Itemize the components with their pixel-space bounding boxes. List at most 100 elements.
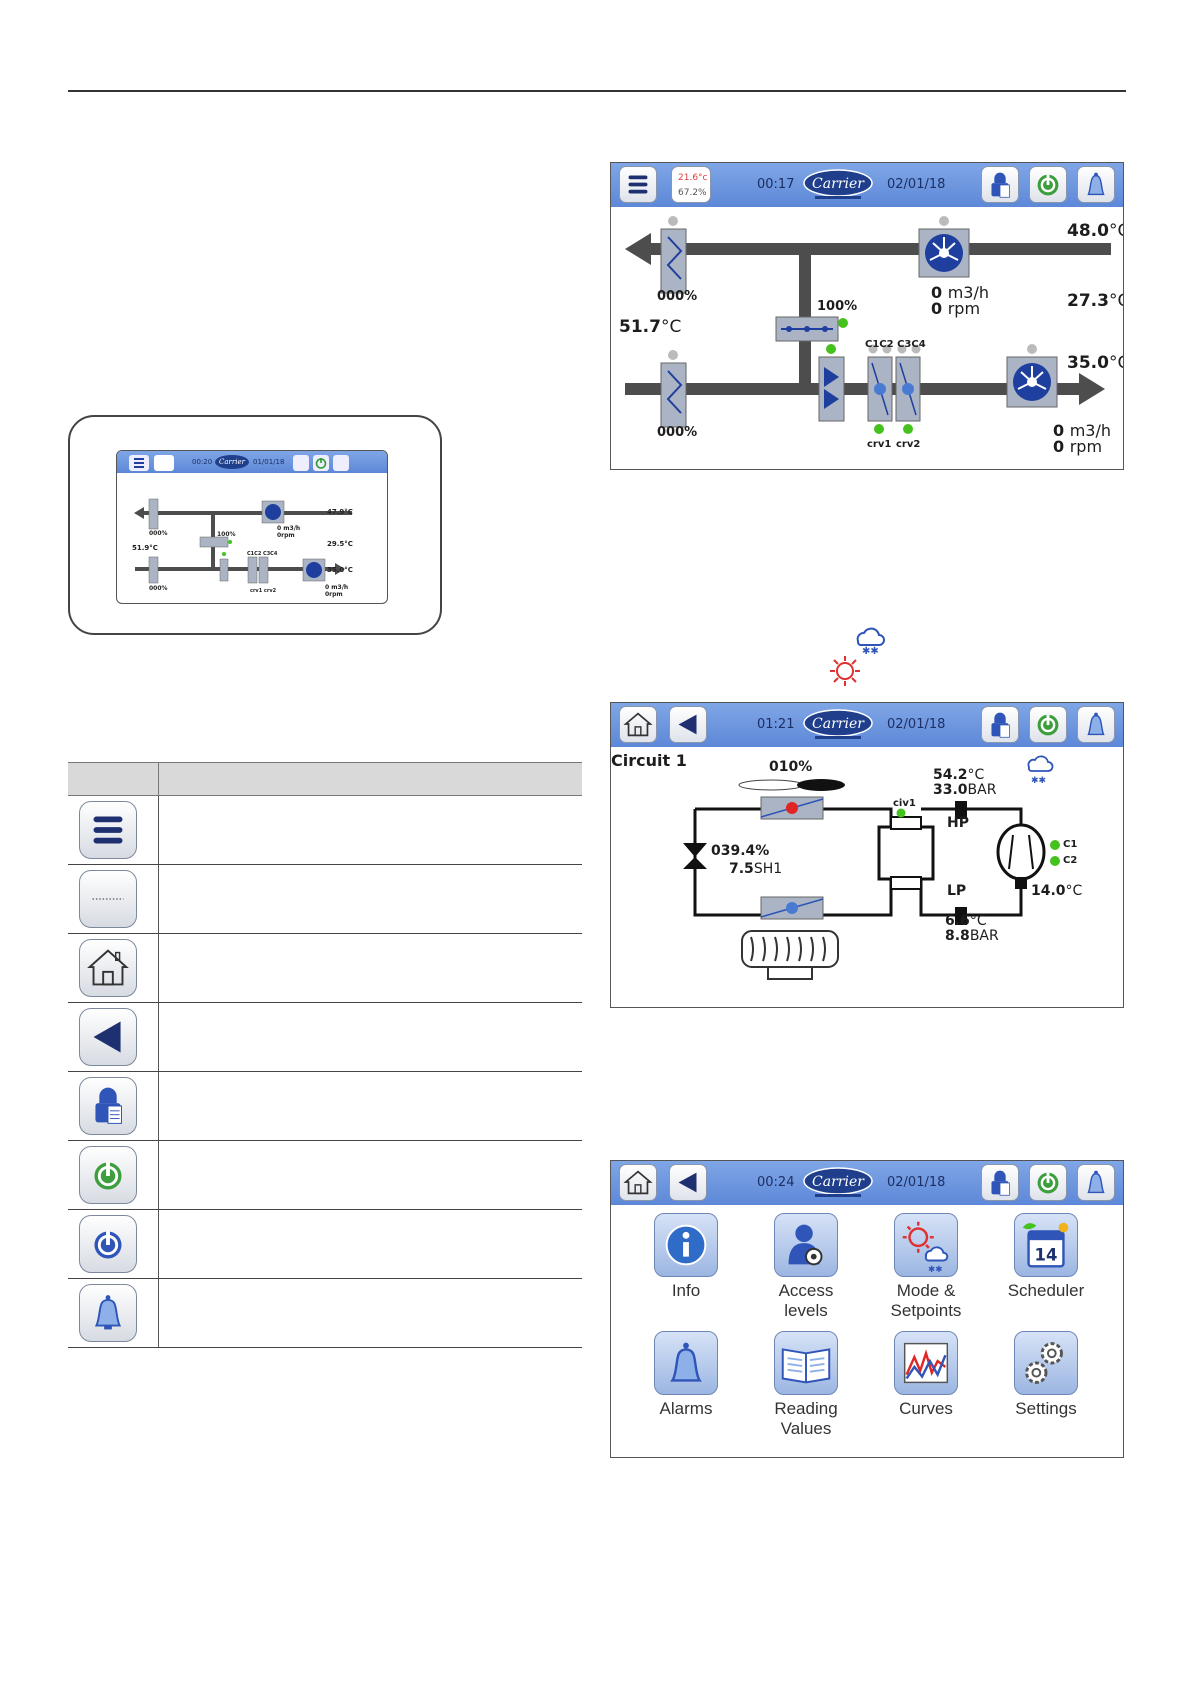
- home-button[interactable]: [619, 1164, 657, 1201]
- lock-icon: [79, 1077, 137, 1135]
- mini-humidity: 67.2%: [678, 188, 707, 198]
- menu-info[interactable]: Info: [631, 1213, 741, 1301]
- power-button[interactable]: [1029, 706, 1067, 743]
- lp-pressure: 8.8BAR: [945, 928, 999, 944]
- device-fan-flow: 0 m3/h: [277, 525, 301, 532]
- device-fan-flow-bottom: 0 m3/h: [325, 584, 349, 591]
- crv-label-2: crv2: [896, 439, 921, 450]
- bottom-fan-rpm: 0 rpm: [1053, 437, 1103, 456]
- device-damper-pct: 000%: [149, 530, 168, 537]
- alarm-bell-icon: [654, 1331, 718, 1395]
- device-synoptic: [134, 498, 352, 584]
- alarm-bell-button[interactable]: [1077, 1164, 1115, 1201]
- crv-label-1: crv1: [867, 439, 892, 450]
- table-row: [68, 865, 582, 934]
- refrigerant-circuit-diagram: ✱✱: [683, 755, 1060, 980]
- header-rule: [68, 90, 1126, 92]
- curves-chart-icon: [894, 1331, 958, 1395]
- menu-icon: [79, 801, 137, 859]
- reading-book-icon: [774, 1331, 838, 1395]
- lock-button[interactable]: [981, 166, 1019, 203]
- device-time: 00:20: [192, 458, 213, 466]
- clock-time: 00:24: [757, 1175, 795, 1190]
- hp-temperature: 54.2°C: [933, 767, 985, 783]
- menu-alarms[interactable]: Alarms: [631, 1331, 741, 1419]
- device-temp-out: 47.9°C: [327, 508, 353, 516]
- main-menu-screen: 00:24 Carrier 02/01/18 Info Access level…: [610, 1160, 1124, 1458]
- top-fan-rpm: 0 rpm: [931, 299, 981, 318]
- back-button[interactable]: [669, 1164, 707, 1201]
- table-row: [68, 1072, 582, 1141]
- power-button[interactable]: [1029, 1164, 1067, 1201]
- circuit-title: Circuit 1: [611, 751, 687, 770]
- temp-supply: 35.0°C: [1067, 353, 1123, 373]
- device-screen: 00:20 Carrier 01/01/18 47.9°C: [116, 450, 388, 604]
- home-icon: [79, 939, 137, 997]
- hp-label: HP: [947, 815, 969, 831]
- access-levels-icon: [774, 1213, 838, 1277]
- bottom-fan-flow: 0 m3/h: [1053, 421, 1112, 440]
- scheduler-icon: 14: [1014, 1213, 1078, 1277]
- alarm-bell-button[interactable]: [1077, 166, 1115, 203]
- svg-text:14: 14: [1035, 1246, 1058, 1265]
- bell-icon: [79, 1284, 137, 1342]
- temp-return: 51.7°C: [619, 317, 682, 337]
- synoptic-screen: 21.6°c 67.2% 00:17 Carrier 02/01/18: [610, 162, 1124, 470]
- menu-reading-values[interactable]: Reading Values: [751, 1331, 861, 1439]
- superheat: 7.5SH1: [729, 861, 783, 877]
- ellipsis-icon: [79, 870, 137, 928]
- date: 02/01/18: [887, 177, 946, 192]
- mini-temp-humidity-display[interactable]: 21.6°c 67.2%: [671, 166, 711, 203]
- device-fan-rpm: 0rpm: [277, 532, 295, 539]
- device-temp-mid: 29.5°C: [327, 540, 353, 548]
- menu-button[interactable]: [619, 166, 657, 203]
- alarm-bell-button[interactable]: [1077, 706, 1115, 743]
- lock-button[interactable]: [981, 706, 1019, 743]
- power-on-icon: [79, 1146, 137, 1204]
- home-button[interactable]: [619, 706, 657, 743]
- table-header: [68, 762, 582, 796]
- top-fan-flow: 0 m3/h: [931, 283, 990, 302]
- table-row: [68, 1003, 582, 1072]
- compressor-c1: C1: [1063, 839, 1078, 850]
- menu-curves[interactable]: Curves: [871, 1331, 981, 1419]
- exv-opening: 039.4%: [711, 843, 770, 859]
- table-row: [68, 934, 582, 1003]
- table-row: [68, 796, 582, 865]
- carrier-logo: Carrier: [803, 169, 873, 199]
- circuit-screen: 01:21 Carrier 02/01/18: [610, 702, 1124, 1008]
- svg-text:Carrier: Carrier: [812, 176, 865, 192]
- mixing-damper-position: 100%: [817, 299, 858, 314]
- hp-pressure: 33.0BAR: [933, 782, 997, 798]
- device-mixing-pct: 100%: [217, 531, 236, 538]
- table-row: [68, 1279, 582, 1348]
- lp-temperature: 6.6°C: [945, 913, 987, 929]
- date: 02/01/18: [887, 1175, 946, 1190]
- top-damper-position: 000%: [657, 289, 698, 304]
- device-damper-pct-bottom: 000%: [149, 585, 168, 592]
- menu-settings[interactable]: Settings: [991, 1331, 1101, 1419]
- coil-labels: C1C2 C3C4: [865, 339, 926, 350]
- svg-text:✱✱: ✱✱: [928, 1265, 943, 1275]
- compressor-c2: C2: [1063, 855, 1078, 866]
- menu-icon: [129, 455, 149, 471]
- device-temp-supply: 35.0°C: [327, 566, 353, 574]
- heating-sun-icon: [830, 656, 860, 686]
- bell-icon: [333, 455, 349, 471]
- device-date: 01/01/18: [253, 458, 285, 466]
- table-row: [68, 1141, 582, 1210]
- power-icon: [313, 455, 329, 471]
- power-button[interactable]: [1029, 166, 1067, 203]
- civ-label: civ1: [893, 798, 916, 809]
- menu-access-levels[interactable]: Access levels: [751, 1213, 861, 1321]
- menu-scheduler[interactable]: 14 Scheduler: [991, 1213, 1101, 1301]
- device-temp-return: 51.9°C: [132, 544, 158, 552]
- carrier-logo: Carrier: [803, 1167, 873, 1197]
- menu-mode-setpoints[interactable]: ✱✱ Mode & Setpoints: [871, 1213, 981, 1321]
- back-button[interactable]: [669, 706, 707, 743]
- lock-button[interactable]: [981, 1164, 1019, 1201]
- lock-icon: [293, 455, 309, 471]
- power-off-icon: [79, 1215, 137, 1273]
- settings-gears-icon: [1014, 1331, 1078, 1395]
- touchscreen-device: 00:20 Carrier 01/01/18 47.9°C: [68, 415, 442, 635]
